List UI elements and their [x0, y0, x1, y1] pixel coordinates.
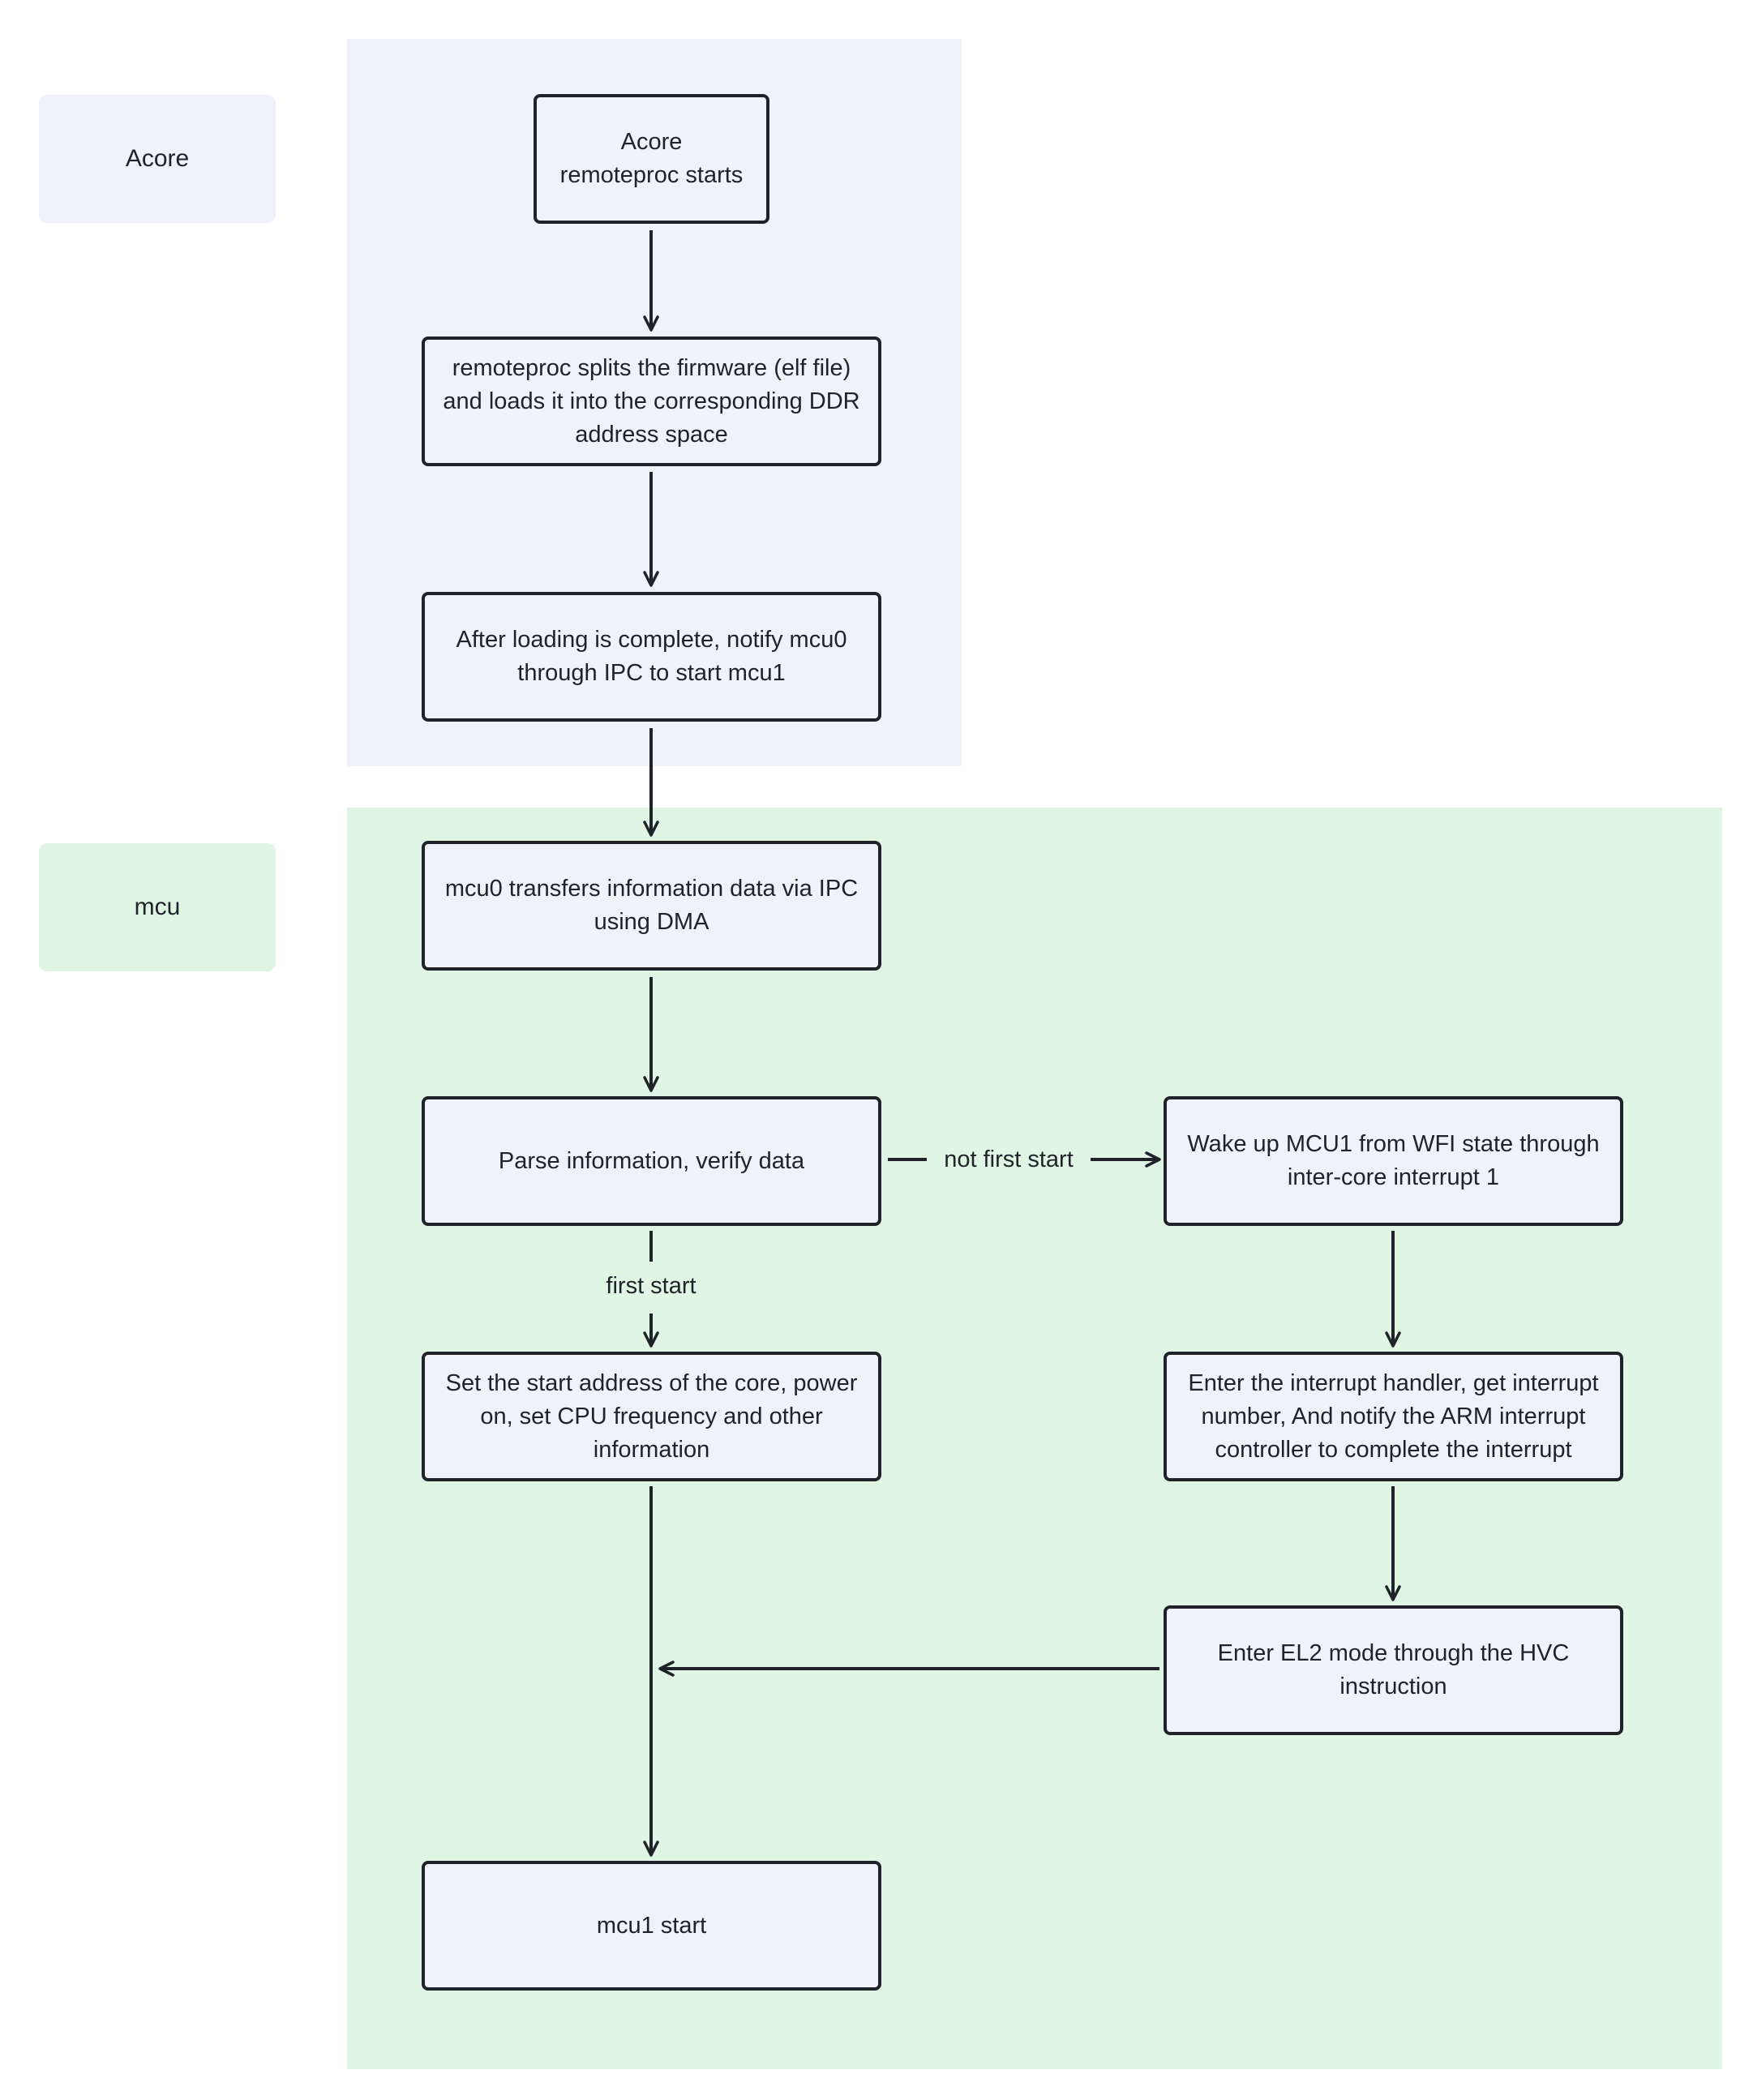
node-interrupt-handler: Enter the interrupt handler, get interru… [1164, 1352, 1623, 1481]
node-parse-verify: Parse information, verify data [422, 1096, 881, 1226]
node-notify-mcu0: After loading is complete, notify mcu0 t… [422, 592, 881, 722]
lane-label-acore: Acore [39, 95, 276, 223]
edge-label-not-first-start: not first start [944, 1146, 1074, 1172]
node-enter-el2: Enter EL2 mode through the HVC instructi… [1164, 1605, 1623, 1735]
node-mcu1-start: mcu1 start [422, 1861, 881, 1991]
edge-label-first-start: first start [606, 1273, 696, 1299]
node-transfer-info: mcu0 transfers information data via IPC … [422, 841, 881, 971]
node-split-firmware: remoteproc splits the firmware (elf file… [422, 336, 881, 466]
node-wake-up-mcu1: Wake up MCU1 from WFI state through inte… [1164, 1096, 1623, 1226]
lane-label-mcu: mcu [39, 843, 276, 971]
node-acore-remoteproc-starts: Acore remoteproc starts [534, 94, 769, 224]
node-set-start-address: Set the start address of the core, power… [422, 1352, 881, 1481]
